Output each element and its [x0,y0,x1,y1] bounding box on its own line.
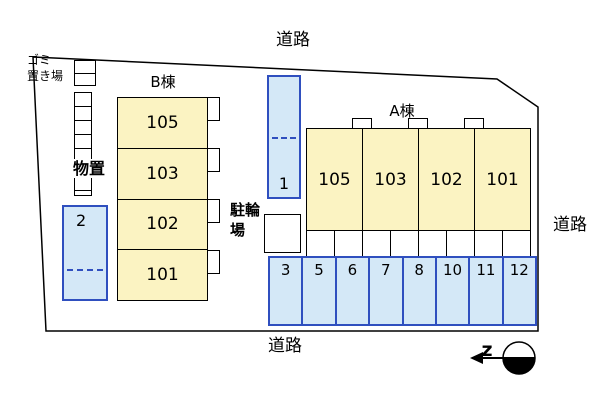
road-label-top: 道路 [276,30,310,50]
parking-space-1: 1 [267,75,301,199]
parking-space-10: 10 [437,258,471,324]
balcony-cell [363,231,391,256]
room-b-102: 102 [118,200,207,251]
parking-space-5: 5 [303,258,337,324]
parking-space-7: 7 [370,258,404,324]
balcony-cell [475,231,503,256]
parking-space-12: 12 [509,261,529,279]
room-a-105: 105 [307,129,363,230]
room-b-105: 105 [118,98,207,149]
garbage-area-label: ゴミ 置き場 [27,53,64,84]
north-arrow-head [470,352,483,364]
parking-space-2-number: 2 [76,211,87,230]
building-b: 105 103 102 101 [117,97,208,301]
road-label-bottom: 道路 [268,336,302,356]
balcony-cell [307,231,335,256]
room-b-101: 101 [146,265,179,286]
entry-tab [207,199,220,223]
room-a-102: 102 [419,129,475,230]
site-boundary [32,56,539,332]
garbage-box-divider [75,61,95,74]
storage-label: 物置 [63,159,115,179]
balcony-cell [419,231,447,256]
parking-space-3: 3 [270,258,304,324]
balcony-cell [447,231,475,256]
building-b-title: B棟 [150,73,176,91]
storage-shed [74,92,92,196]
north-arrow-circle-fill [503,358,535,374]
parking-dash-line [67,269,103,271]
parking-space-2: 2 [62,205,108,301]
entry-tab [207,250,220,274]
north-letter: z [481,339,493,361]
parking-space-8: 8 [404,258,437,324]
balcony-cell [391,231,419,256]
bicycle-parking-label: 駐輪場 [230,201,261,239]
room-a-103: 103 [363,129,419,230]
room-b-103: 103 [118,149,207,200]
building-a-title: A棟 [389,102,415,120]
balcony-cell [335,231,363,256]
entry-tab [207,148,220,172]
building-a: 105 103 102 101 [306,128,531,231]
balcony-cell [503,231,530,256]
room-a-101: 101 [486,169,519,190]
parking-dash-line [272,137,296,139]
bicycle-shed [264,214,301,253]
entry-tab [207,97,220,121]
balcony-strip [306,230,531,257]
road-label-right: 道路 [553,215,587,235]
parking-space-1-number: 1 [278,174,290,193]
parking-space-6: 6 [337,258,371,324]
parking-space-11: 11 [470,258,504,324]
parking-row: 3 5 6 7 8 10 11 12 [268,256,537,326]
garbage-box [74,60,96,86]
